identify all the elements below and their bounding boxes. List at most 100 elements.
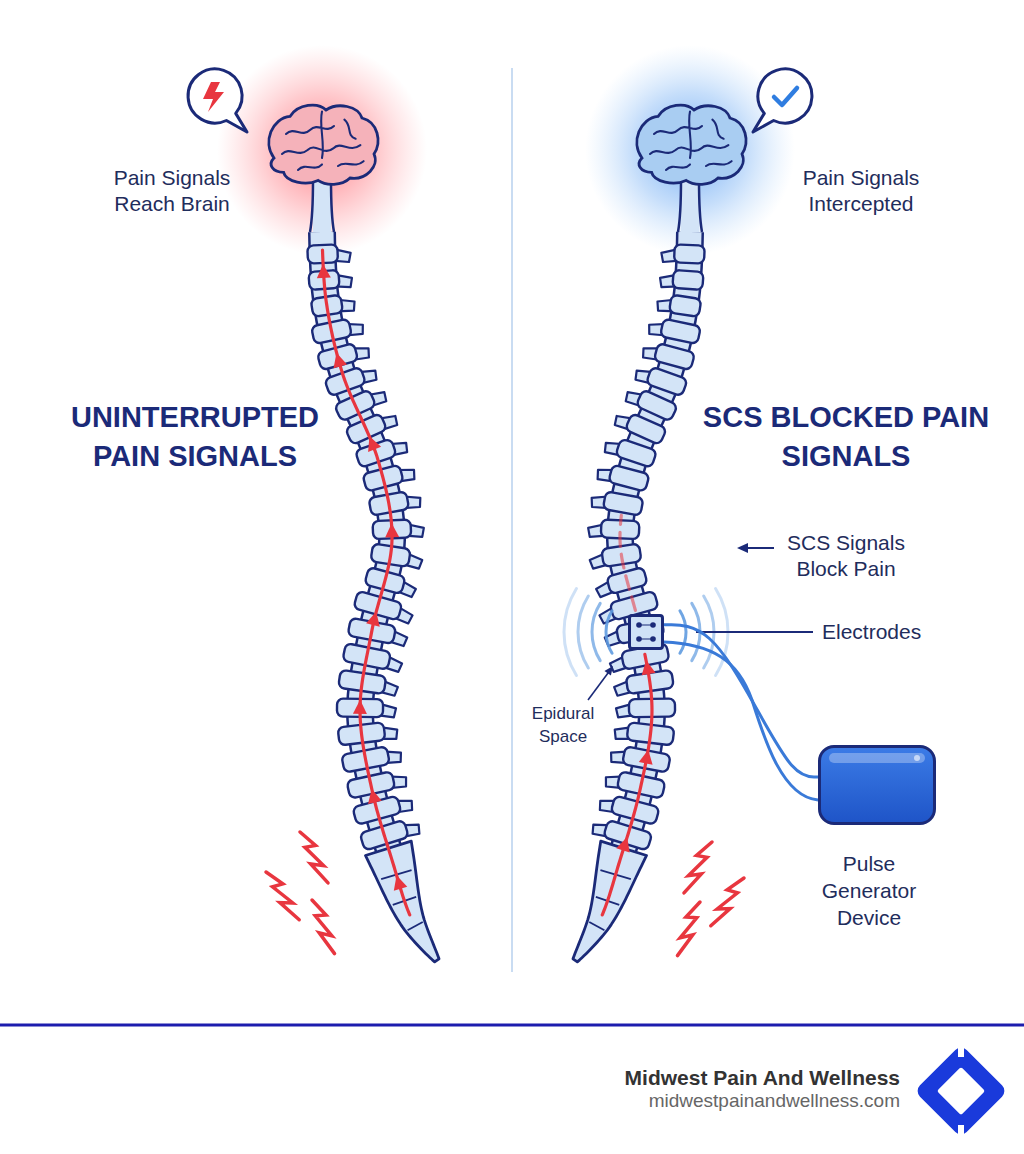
lead-wire <box>664 625 818 777</box>
signal-arrowhead <box>366 610 383 627</box>
vertebra <box>342 643 403 672</box>
vertebra <box>641 340 695 371</box>
signal-arrowhead <box>390 873 407 890</box>
signal-arrowhead <box>639 748 655 764</box>
lead-wire <box>664 642 818 800</box>
vertebra <box>347 768 408 798</box>
callout-label: SCS Signals Block Pain <box>776 530 916 582</box>
vertebra <box>614 721 675 746</box>
brain <box>637 105 746 232</box>
signal-arrowhead <box>385 523 399 537</box>
vertebra <box>647 316 701 344</box>
vertebra <box>616 699 675 718</box>
pain-bolt <box>298 900 348 954</box>
speech-bubble <box>753 69 812 132</box>
vertebra <box>364 567 418 598</box>
vertebra <box>604 768 665 798</box>
vertebra <box>596 461 650 491</box>
section-heading: UNINTERRUPTED PAIN SIGNALS <box>50 398 340 476</box>
part-label: Electrodes <box>822 619 962 645</box>
section-heading: SCS BLOCKED PAIN SIGNALS <box>701 398 991 476</box>
wave-arc <box>564 589 576 676</box>
vertebra <box>324 362 378 396</box>
sacrum-segment <box>589 922 604 930</box>
leader-line <box>588 669 611 700</box>
pain-glow <box>217 45 427 255</box>
device-label: Pulse Generator Device <box>799 850 939 931</box>
vertebra <box>311 316 365 344</box>
vertebra <box>338 670 399 696</box>
pain-bolt <box>664 902 714 956</box>
wave-arc <box>592 603 600 660</box>
vertebra <box>341 744 402 773</box>
electrode-contacts <box>631 617 661 647</box>
vertebra <box>307 244 351 264</box>
sacrum-segment <box>408 922 423 930</box>
vertebra <box>355 434 409 467</box>
vertebra <box>603 434 657 467</box>
vertebra <box>308 269 352 290</box>
vertebra <box>634 362 688 396</box>
vertebra <box>370 543 423 569</box>
footer-rule <box>0 1024 1024 1027</box>
brain <box>269 105 378 232</box>
vertebra <box>317 340 371 371</box>
website-url: midwestpainandwellness.com <box>500 1089 900 1113</box>
vertebra <box>594 567 648 598</box>
signal-arrowhead <box>363 434 381 452</box>
device-highlight <box>821 748 933 822</box>
pain-bolt <box>291 832 337 883</box>
vertebra <box>362 461 416 491</box>
pain-signal-path <box>322 250 409 915</box>
vertebra <box>588 543 641 569</box>
electrode-pad: Electrodes <box>628 614 664 650</box>
vertebra <box>588 519 640 539</box>
vertebra <box>372 519 424 539</box>
vertebra <box>369 489 422 516</box>
leader-arrowhead <box>604 664 616 676</box>
signal-arrowhead <box>639 659 655 675</box>
signal-arrowhead <box>316 264 331 279</box>
pain-signal-path <box>620 515 635 610</box>
caption-text: Pain Signals Intercepted <box>786 165 936 217</box>
vertebra <box>659 269 703 290</box>
spine-left <box>307 232 439 962</box>
signal-arrowhead <box>616 835 634 853</box>
pointer-arrowhead <box>737 543 748 553</box>
sacrum <box>365 841 439 962</box>
vertebra <box>609 744 670 773</box>
check-icon <box>774 88 797 105</box>
pointer-arrow <box>746 547 774 549</box>
speech-bubble <box>188 69 247 132</box>
wave-arc <box>680 611 686 653</box>
spines <box>307 232 704 962</box>
leader-line <box>696 631 813 633</box>
relief-glow <box>585 45 795 255</box>
caption-text: Pain Signals Reach Brain <box>97 165 247 217</box>
pain-bolt <box>706 878 748 926</box>
vertebra <box>661 244 705 264</box>
callout-label: Epidural Space <box>513 702 613 748</box>
vertebra <box>656 293 701 317</box>
pulse-generator: Pulse Generator Device <box>818 745 936 825</box>
vertebra <box>598 792 660 825</box>
brand-name: Midwest Pain And Wellness <box>500 1065 900 1091</box>
vertebra <box>352 792 414 825</box>
vertebra <box>360 816 422 851</box>
signal-arrowhead <box>353 700 367 714</box>
wave-arc <box>578 596 588 668</box>
lightning-icon <box>203 82 224 112</box>
pain-bolts <box>261 832 748 956</box>
vertebra <box>337 699 396 718</box>
pain-signal-path <box>602 654 652 914</box>
vertebra <box>338 721 399 746</box>
signal-arrowhead <box>330 351 347 368</box>
pain-bolt <box>675 842 721 893</box>
wave-arc <box>606 611 612 653</box>
vertebra <box>590 489 643 516</box>
divider-line <box>511 68 513 972</box>
sacrum <box>573 841 647 962</box>
logo <box>914 1041 1007 1141</box>
